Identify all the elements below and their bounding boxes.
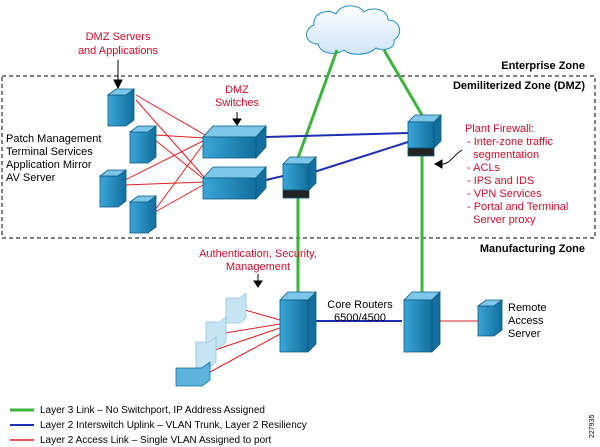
legend-text: Layer 2 Access Link – Single VLAN Assign… bbox=[40, 435, 271, 446]
dmz-servers-label: DMZ Servers bbox=[86, 31, 151, 43]
legend: Layer 3 Link – No Switchport, IP Address… bbox=[10, 405, 307, 446]
firewall-feature: - Inter-zone traffic bbox=[467, 136, 553, 148]
remote-access-label: Remote bbox=[508, 302, 547, 314]
firewall-feature: Server proxy bbox=[467, 214, 536, 226]
core-router-icon bbox=[279, 291, 441, 353]
auth-server-icon bbox=[175, 292, 247, 387]
remote-server-icon bbox=[476, 299, 504, 337]
firewall-feature: - ACLs bbox=[467, 162, 501, 174]
layer3-links bbox=[296, 49, 424, 294]
firewall-feature: - Portal and Terminal bbox=[467, 201, 568, 213]
server-list-item: Patch Management bbox=[6, 133, 101, 145]
legend-text: Layer 2 Interswitch Uplink – VLAN Trunk,… bbox=[40, 420, 307, 431]
core-routers-model: 6500/4500 bbox=[334, 312, 386, 324]
firewall-feature: segmentation bbox=[467, 149, 539, 161]
dmz-switches-label-2: Switches bbox=[215, 97, 260, 109]
remote-access-label: Server bbox=[508, 328, 541, 340]
core-routers-label: Core Routers bbox=[327, 299, 393, 311]
auth-label: Authentication, Security, bbox=[199, 248, 317, 260]
manufacturing-zone-label: Manufacturing Zone bbox=[480, 243, 585, 255]
legend-text: Layer 3 Link – No Switchport, IP Address… bbox=[40, 405, 265, 416]
dmz-server-icon bbox=[98, 88, 158, 234]
auth-label-2: Management bbox=[226, 261, 290, 273]
dmz-switches-label: DMZ bbox=[225, 84, 249, 96]
firewall-title: Plant Firewall: bbox=[465, 123, 534, 135]
layer2-links bbox=[265, 132, 409, 322]
remote-access-label: Access bbox=[508, 315, 544, 327]
firewall-icon bbox=[282, 114, 442, 199]
access-links bbox=[124, 94, 478, 373]
server-list-item: Application Mirror bbox=[6, 159, 92, 171]
figure-id: 227935 bbox=[589, 415, 596, 438]
server-list-item: Terminal Services bbox=[6, 146, 93, 158]
dmz-zone-label: Demiliterized Zone (DMZ) bbox=[453, 80, 585, 92]
dmz-switch-icon bbox=[202, 124, 267, 201]
cloud-icon bbox=[306, 5, 401, 55]
firewall-feature: - IPS and IDS bbox=[467, 175, 534, 187]
enterprise-zone-label: Enterprise Zone bbox=[501, 60, 585, 72]
dmz-servers-label-2: and Applications bbox=[78, 45, 159, 57]
firewall-feature: - VPN Services bbox=[467, 188, 542, 200]
server-list-item: AV Server bbox=[6, 172, 56, 184]
pointer-arrows bbox=[113, 60, 463, 288]
